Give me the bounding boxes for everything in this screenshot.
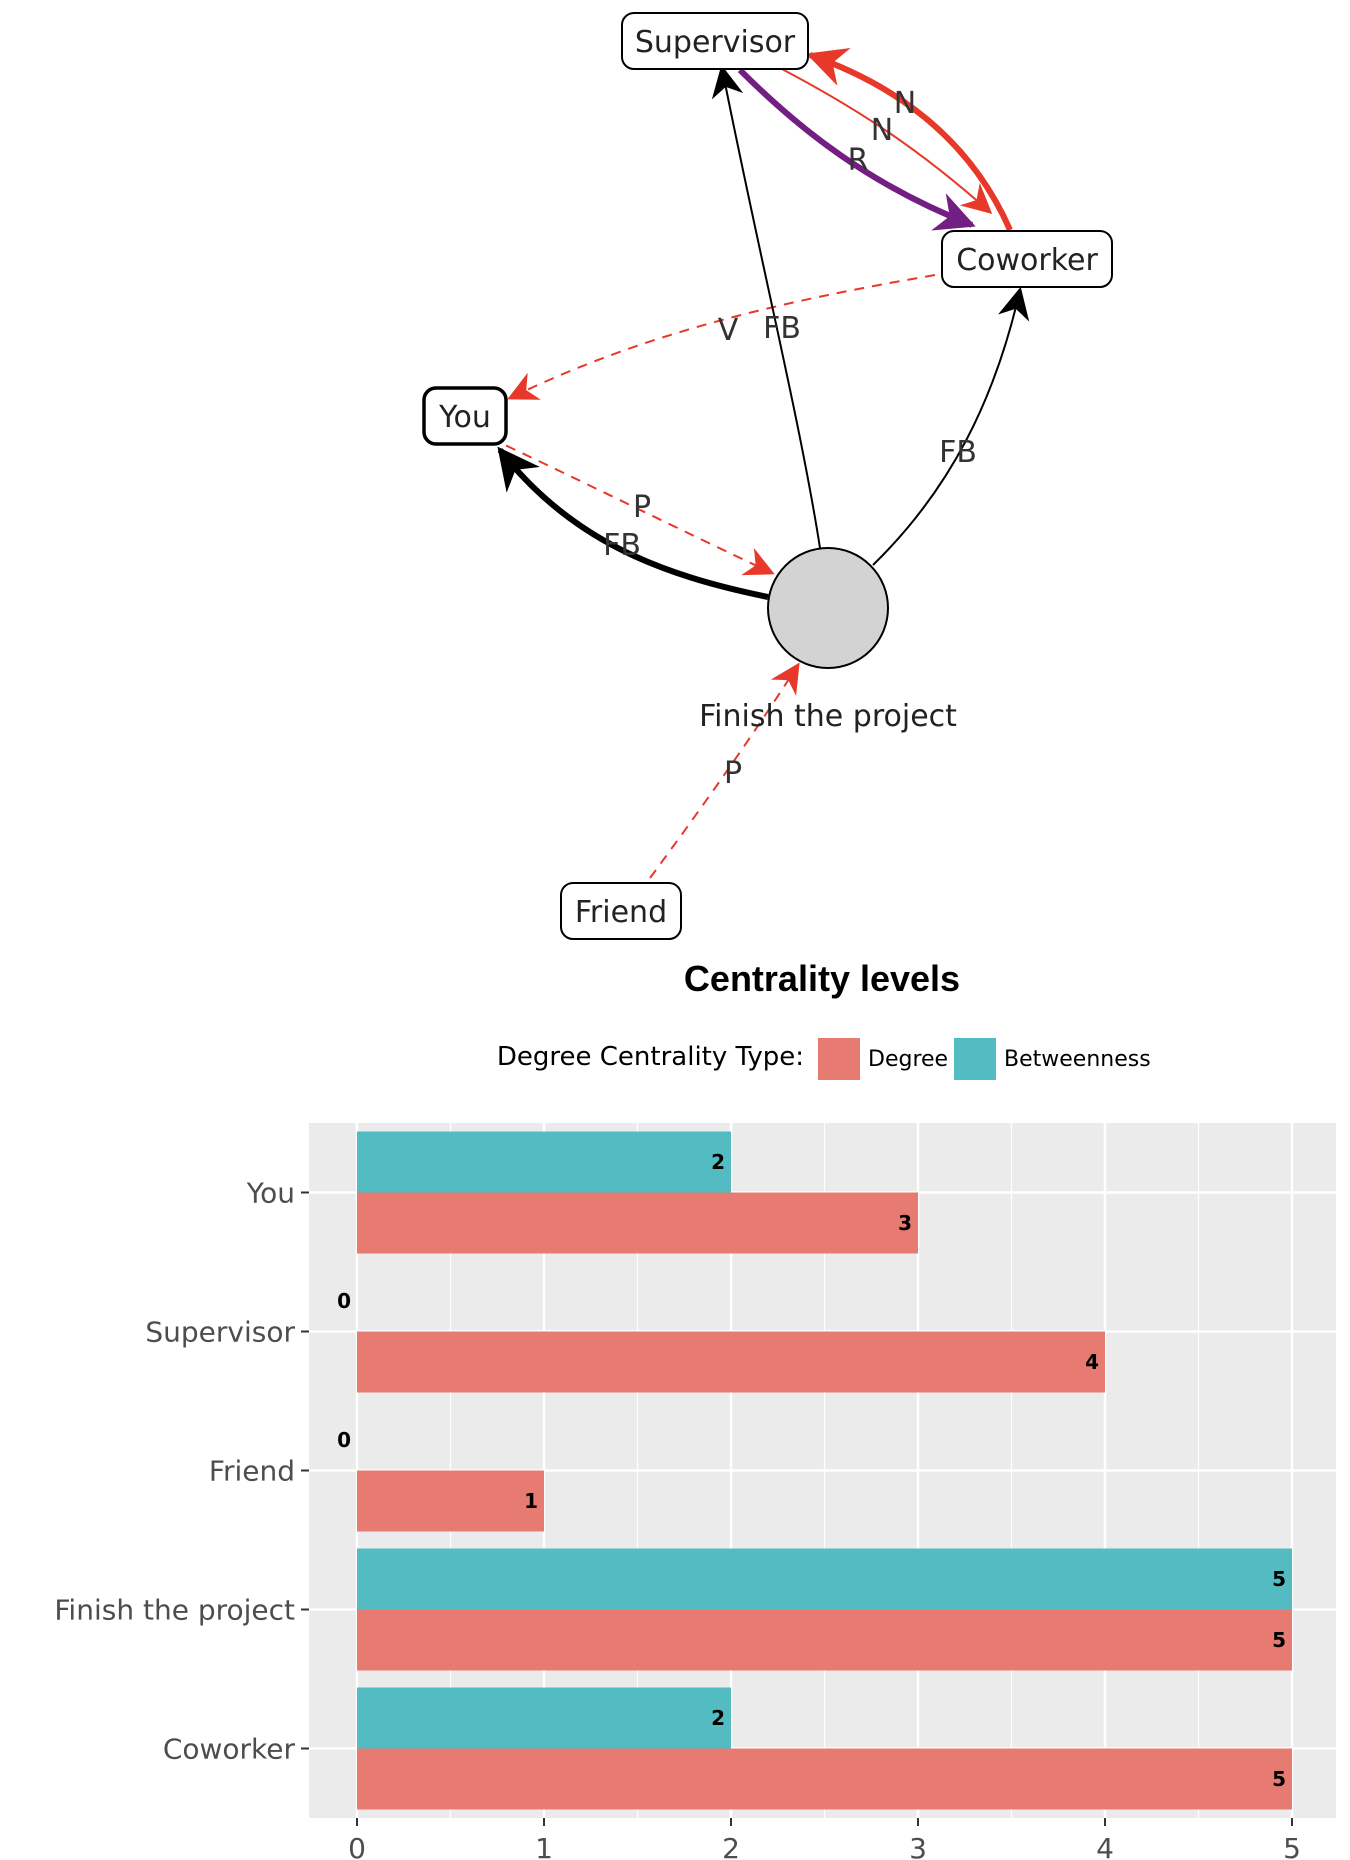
bar-value-label-degree: 3 xyxy=(898,1211,912,1235)
edge-goal-you-thick xyxy=(497,446,769,600)
bar-value-label-degree: 4 xyxy=(1085,1350,1099,1374)
edge-coworker-you-dashed xyxy=(507,274,936,400)
node-supervisor: Supervisor xyxy=(621,12,809,70)
edge-label-N-outer: N xyxy=(894,86,916,121)
node-goal-label: Finish the project xyxy=(699,699,957,734)
y-tick-label: Friend xyxy=(209,1455,295,1488)
x-tick-label: 4 xyxy=(1096,1832,1114,1860)
node-friend-label: Friend xyxy=(575,895,667,930)
bar-betweenness xyxy=(357,1131,731,1193)
edge-goal-coworker xyxy=(872,286,1030,566)
bar-value-label-degree: 5 xyxy=(1272,1767,1286,1791)
edge-goal-supervisor xyxy=(711,64,821,549)
edge-coworker-supervisor-thick xyxy=(806,48,1013,232)
node-you: You xyxy=(422,386,508,446)
node-coworker-label: Coworker xyxy=(956,243,1098,278)
bars xyxy=(357,1131,1292,1810)
y-tick-label: Coworker xyxy=(163,1733,296,1766)
y-tick-label: Supervisor xyxy=(145,1316,295,1349)
legend-swatch-degree xyxy=(818,1038,860,1080)
edge-label-FB-goal-supervisor: FB xyxy=(763,311,801,346)
bar-value-label-betweenness: 2 xyxy=(711,1150,725,1174)
node-supervisor-label: Supervisor xyxy=(635,25,796,60)
edge-label-R: R xyxy=(848,143,869,178)
legend-title: Degree Centrality Type: xyxy=(497,1042,804,1072)
bar-degree xyxy=(357,1470,544,1532)
x-tick-label: 3 xyxy=(909,1832,927,1860)
edge-label-N-inner: N xyxy=(871,113,893,148)
x-tick-label: 5 xyxy=(1283,1832,1301,1860)
chart-legend: Degree Centrality Type: Degree Betweenne… xyxy=(497,1038,1151,1080)
y-tick-label: You xyxy=(246,1177,295,1210)
edge-label-FB-goal-you: FB xyxy=(603,528,641,563)
legend-label-degree: Degree xyxy=(868,1047,948,1072)
node-you-label: You xyxy=(438,400,491,435)
legend-label-betweenness: Betweenness xyxy=(1004,1047,1151,1072)
edge-label-V: V xyxy=(718,313,739,348)
bar-value-labels: 2 3 0 4 0 1 5 5 2 5 xyxy=(337,1150,1286,1791)
y-tick-label: Finish the project xyxy=(54,1594,295,1627)
edge-supervisor-coworker-purple xyxy=(737,67,976,231)
legend-swatch-betweenness xyxy=(954,1038,996,1080)
bar-value-label-betweenness: 2 xyxy=(711,1706,725,1730)
bar-value-label-degree: 5 xyxy=(1272,1628,1286,1652)
x-tick-label: 2 xyxy=(722,1832,740,1860)
edge-label-FB-goal-coworker: FB xyxy=(939,435,977,470)
centrality-bar-chart: Centrality levels Degree Centrality Type… xyxy=(54,960,1336,1860)
bar-degree xyxy=(357,1192,918,1254)
bar-degree xyxy=(357,1609,1292,1671)
edge-label-P-friend-goal: P xyxy=(724,756,742,791)
bar-degree xyxy=(357,1748,1292,1810)
edge-friend-goal-dashed xyxy=(649,662,800,879)
bar-betweenness xyxy=(357,1548,1292,1610)
bar-value-label-betweenness: 5 xyxy=(1272,1567,1286,1591)
node-friend: Friend xyxy=(560,882,682,940)
bar-value-label-betweenness: 0 xyxy=(337,1289,351,1313)
x-tick-label: 1 xyxy=(535,1832,553,1860)
chart-title: Centrality levels xyxy=(684,960,960,999)
edge-label-P-you-goal: P xyxy=(633,490,651,525)
x-tick-label: 0 xyxy=(348,1832,366,1860)
node-goal: Finish the project xyxy=(699,547,957,734)
bar-betweenness xyxy=(357,1687,731,1749)
bar-value-label-betweenness: 0 xyxy=(337,1428,351,1452)
node-coworker: Coworker xyxy=(941,230,1113,288)
network-diagram: N N R V FB FB P FB P Supervisor Coworker… xyxy=(422,12,1113,940)
bar-value-label-degree: 1 xyxy=(524,1489,538,1513)
bar-degree xyxy=(357,1331,1105,1393)
edge-supervisor-coworker-thin xyxy=(779,67,993,214)
